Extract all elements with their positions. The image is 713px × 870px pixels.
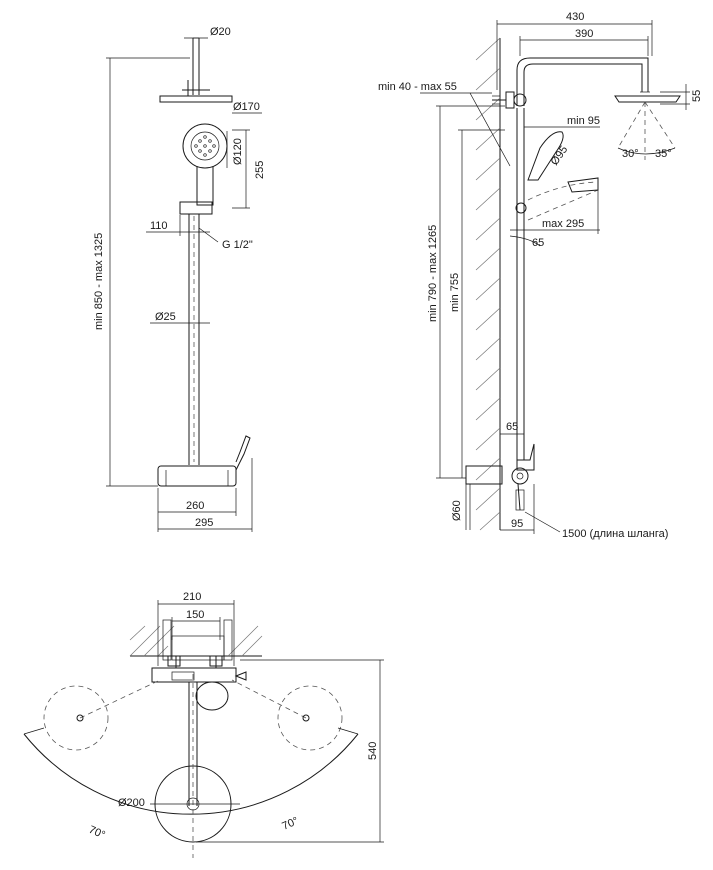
thermostat-mixer [157, 465, 237, 487]
dim-head-diameter: Ø170 [233, 101, 260, 113]
dim-reach: 430 [566, 11, 584, 23]
dim-bar-height: min 790 - max 1265 [427, 225, 439, 322]
dim-holder-height: 255 [254, 161, 266, 179]
dim-inlet: Ø60 [451, 500, 463, 521]
top-mixer-body [151, 667, 237, 683]
dim-thread: G 1/2" [222, 239, 253, 251]
swing-right [277, 685, 343, 751]
dim-total-width: 295 [195, 517, 213, 529]
dim-wall-gap: min 40 - max 55 [378, 81, 457, 93]
dim-hand-diameter: Ø120 [232, 138, 244, 165]
dim-depth: 95 [511, 518, 523, 530]
dim-mixer-width: 260 [186, 500, 204, 512]
dim-offset: 110 [150, 220, 168, 232]
swing-left [43, 685, 109, 751]
dim-bar-min: min 755 [449, 273, 461, 312]
dim-height: min 850 - max 1325 [93, 233, 105, 330]
dim-depth: 540 [367, 742, 379, 760]
dim-inner-width: 150 [186, 609, 204, 621]
dim-mixer-gap: 65 [506, 421, 518, 433]
hand-shower-head [182, 123, 228, 169]
side-hand-shower [527, 131, 564, 181]
dim-head-diameter: Ø200 [118, 797, 145, 809]
dim-arm: 390 [575, 28, 593, 40]
dim-hand-angle: 65 [532, 237, 544, 249]
dim-hand-offset: min 95 [567, 115, 600, 127]
dim-angle-right: 35° [655, 148, 672, 160]
dim-outer-width: 210 [183, 591, 201, 603]
overhead-shower-head [614, 95, 681, 103]
top-view: 210 150 540 Ø200 70° 70° [23, 591, 384, 858]
side-view: 430 390 min 40 - max 55 55 min 95 Ø95 30… [378, 11, 703, 540]
dim-hand-reach: max 295 [542, 218, 584, 230]
dim-head-height: 55 [691, 90, 703, 102]
dim-top-pipe: Ø20 [210, 26, 231, 38]
dim-hose: 1500 (длина шланга) [562, 528, 668, 540]
dim-angle-left: 70° [87, 824, 107, 842]
dim-angle-right: 70° [280, 815, 300, 833]
shower-holder [179, 201, 213, 215]
dim-hand-diameter: Ø95 [549, 144, 571, 168]
shower-head-plate [159, 95, 233, 103]
dim-bar-diameter: Ø25 [155, 311, 176, 323]
dim-angle-left: 30° [622, 148, 639, 160]
front-view: Ø20 Ø170 Ø120 255 110 G 1/2" min 850 - m… [93, 26, 266, 532]
side-mixer-knob [511, 467, 529, 485]
